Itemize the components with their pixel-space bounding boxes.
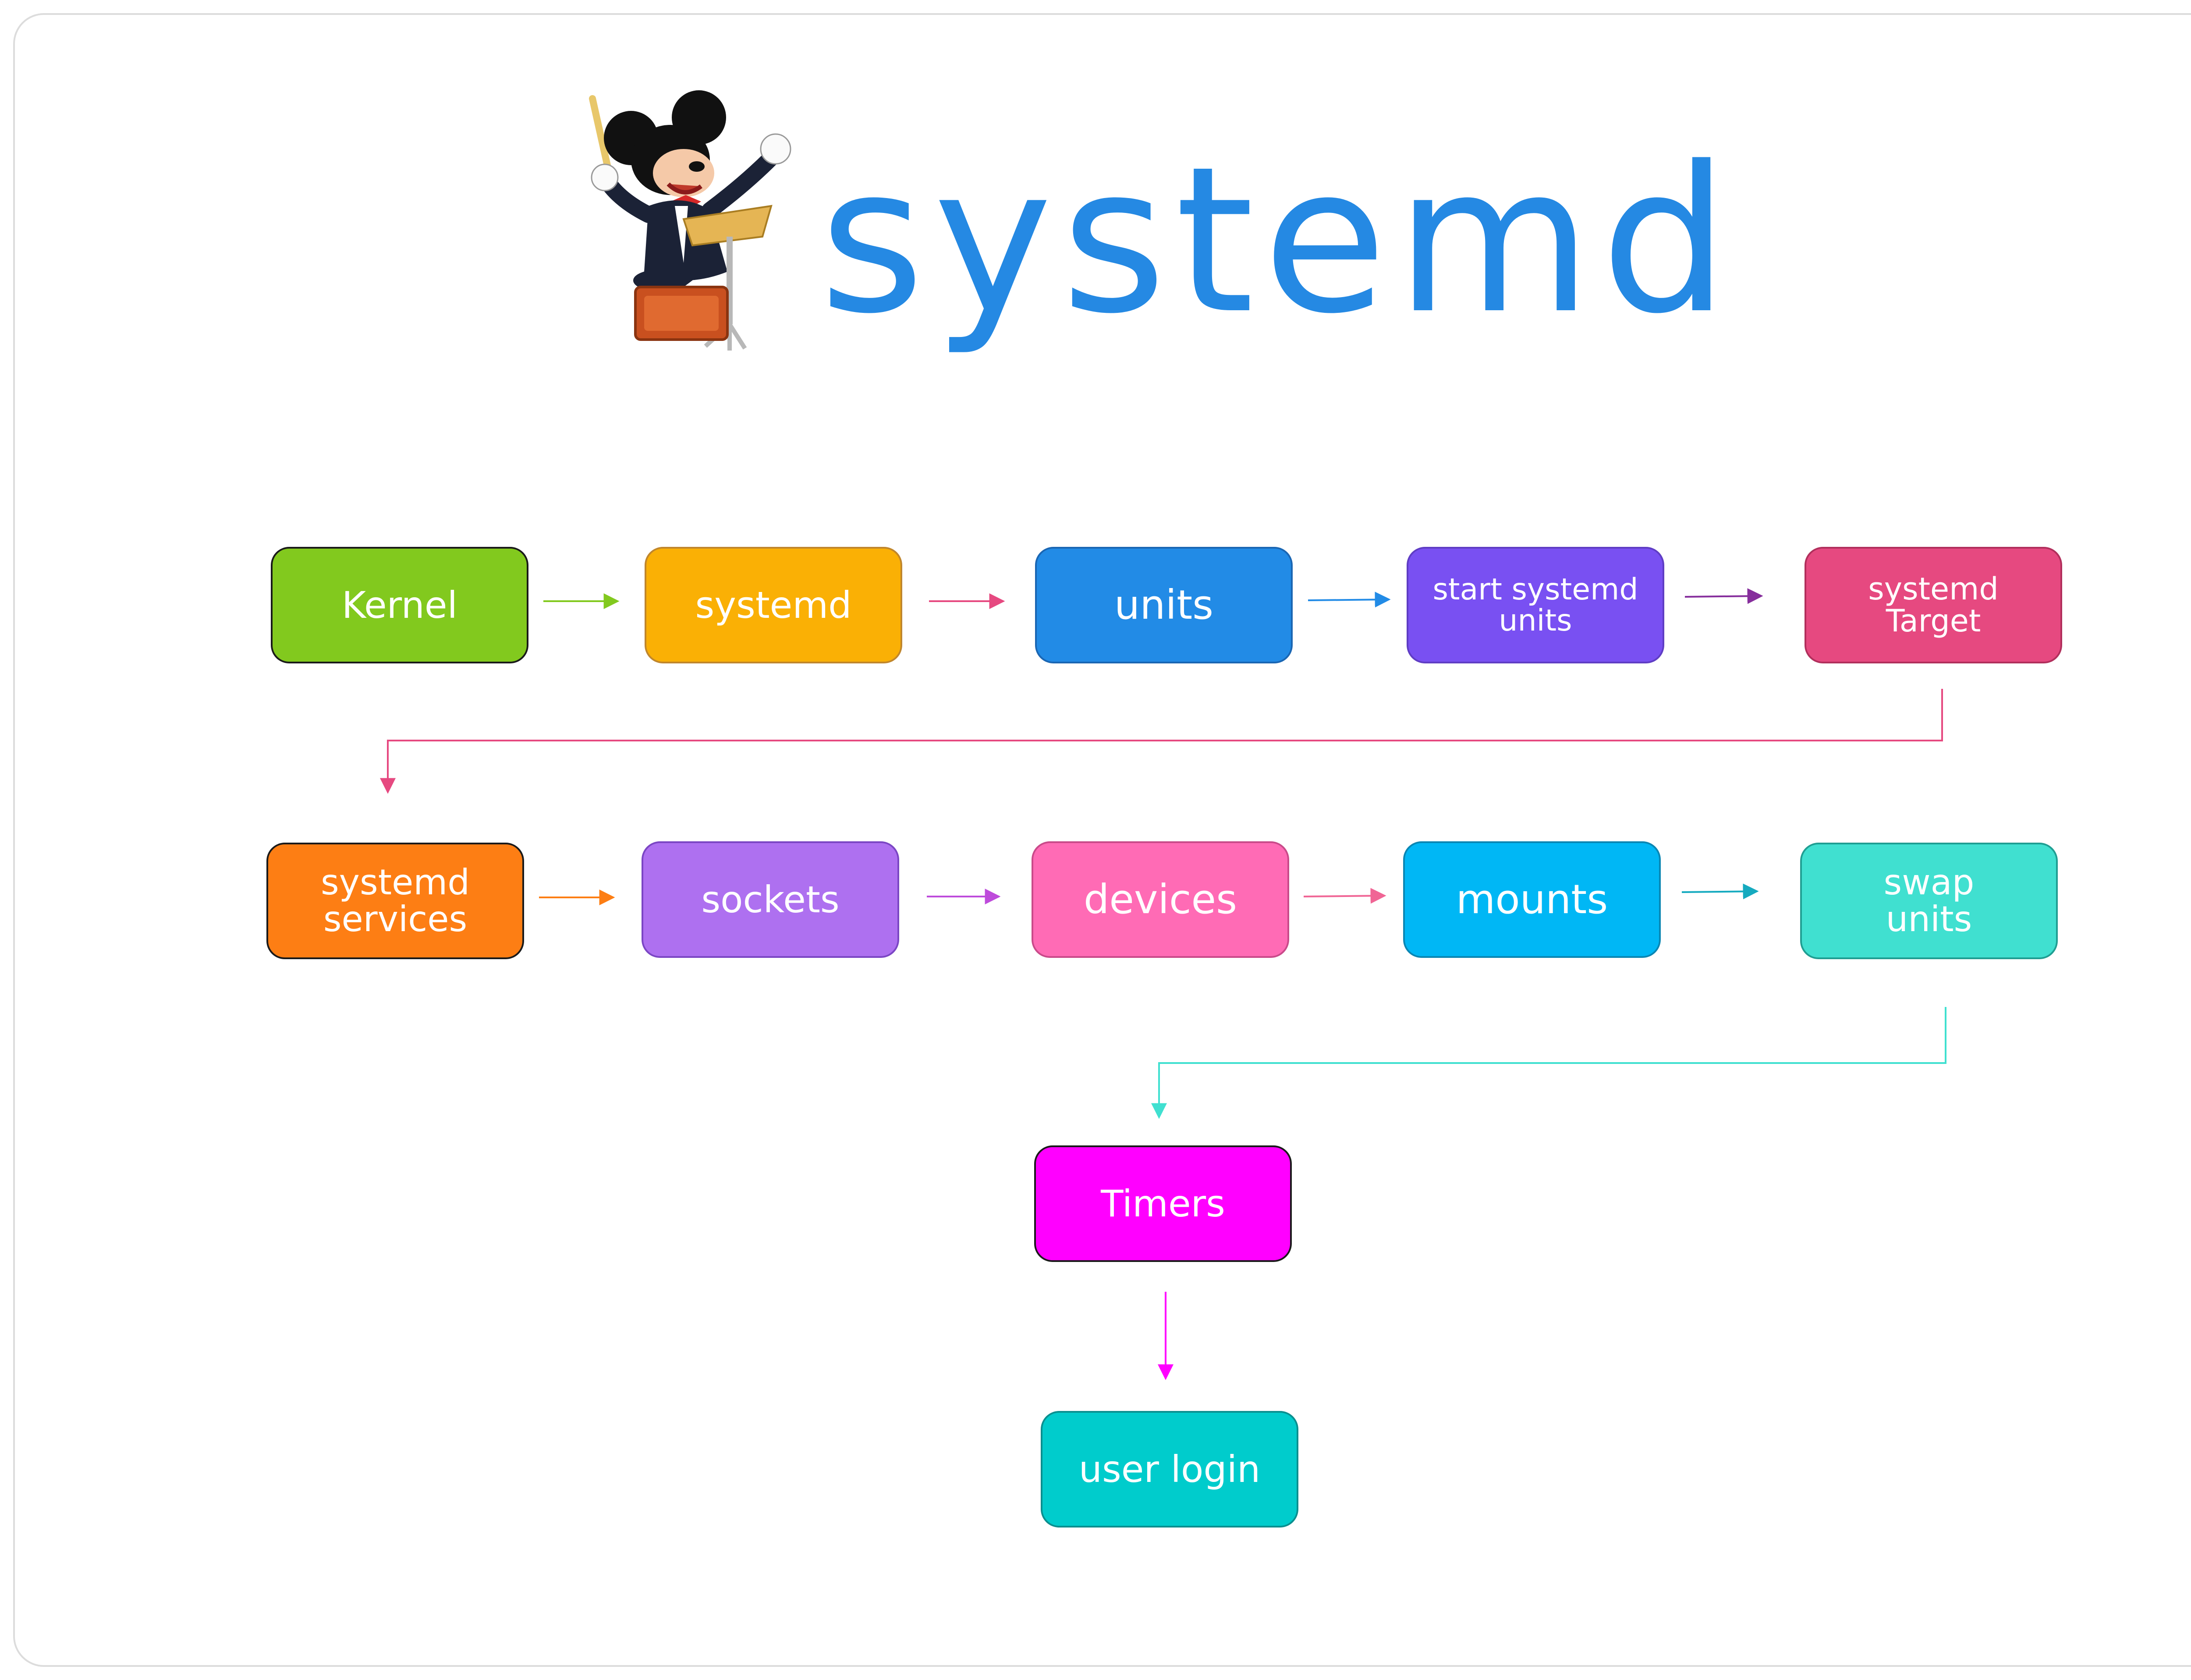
node-user-login-label: user login xyxy=(1078,1447,1261,1491)
diagram-frame xyxy=(13,13,2191,1667)
node-timers-box[interactable] xyxy=(1034,1145,1292,1262)
edge-swap-units-to-timers xyxy=(1151,1007,1946,1119)
node-timers-label: Timers xyxy=(1101,1182,1225,1225)
node-systemd-label: systemd xyxy=(695,583,852,627)
edge-devices-to-mounts xyxy=(1303,888,1386,904)
node-mounts-label: mounts xyxy=(1456,875,1608,923)
edge-mounts-to-swap-units xyxy=(1681,883,1759,900)
node-sockets-label: sockets xyxy=(701,878,840,921)
edge-units-to-start-systemd-units xyxy=(1308,592,1391,608)
node-start-systemd-units-box[interactable] xyxy=(1407,547,1664,663)
node-units-label: units xyxy=(1114,581,1214,628)
node-sockets-box[interactable] xyxy=(642,841,899,958)
node-kernel-label: Kernel xyxy=(342,583,457,627)
node-devices-label: devices xyxy=(1083,875,1237,923)
edges-layer xyxy=(380,588,1946,1380)
logo xyxy=(589,90,791,351)
node-swap-units-box[interactable] xyxy=(1800,843,2058,959)
node-systemd-box[interactable] xyxy=(645,547,902,663)
mickey-conductor-mascot-icon xyxy=(589,90,791,351)
node-start-systemd-units-label: start systemd units xyxy=(1432,572,1638,638)
diagram-title: systemd xyxy=(819,124,1737,358)
node-kernel-box[interactable] xyxy=(271,547,528,663)
nodes-layer xyxy=(266,547,2062,1528)
node-systemd-services-box[interactable] xyxy=(266,843,524,959)
node-systemd-target-box[interactable] xyxy=(1805,547,2062,663)
edge-systemd-target-to-systemd-services xyxy=(380,689,1943,794)
node-units-box[interactable] xyxy=(1035,547,1293,663)
edge-start-systemd-units-to-systemd-target xyxy=(1684,588,1763,604)
node-user-login-box[interactable] xyxy=(1041,1411,1298,1528)
node-systemd-services-label: systemd services xyxy=(321,862,470,939)
node-swap-units-label: swap units xyxy=(1883,862,1975,939)
node-devices-box[interactable] xyxy=(1032,841,1289,958)
node-systemd-target-label: systemd Target xyxy=(1868,571,1999,639)
node-mounts-box[interactable] xyxy=(1403,841,1661,958)
